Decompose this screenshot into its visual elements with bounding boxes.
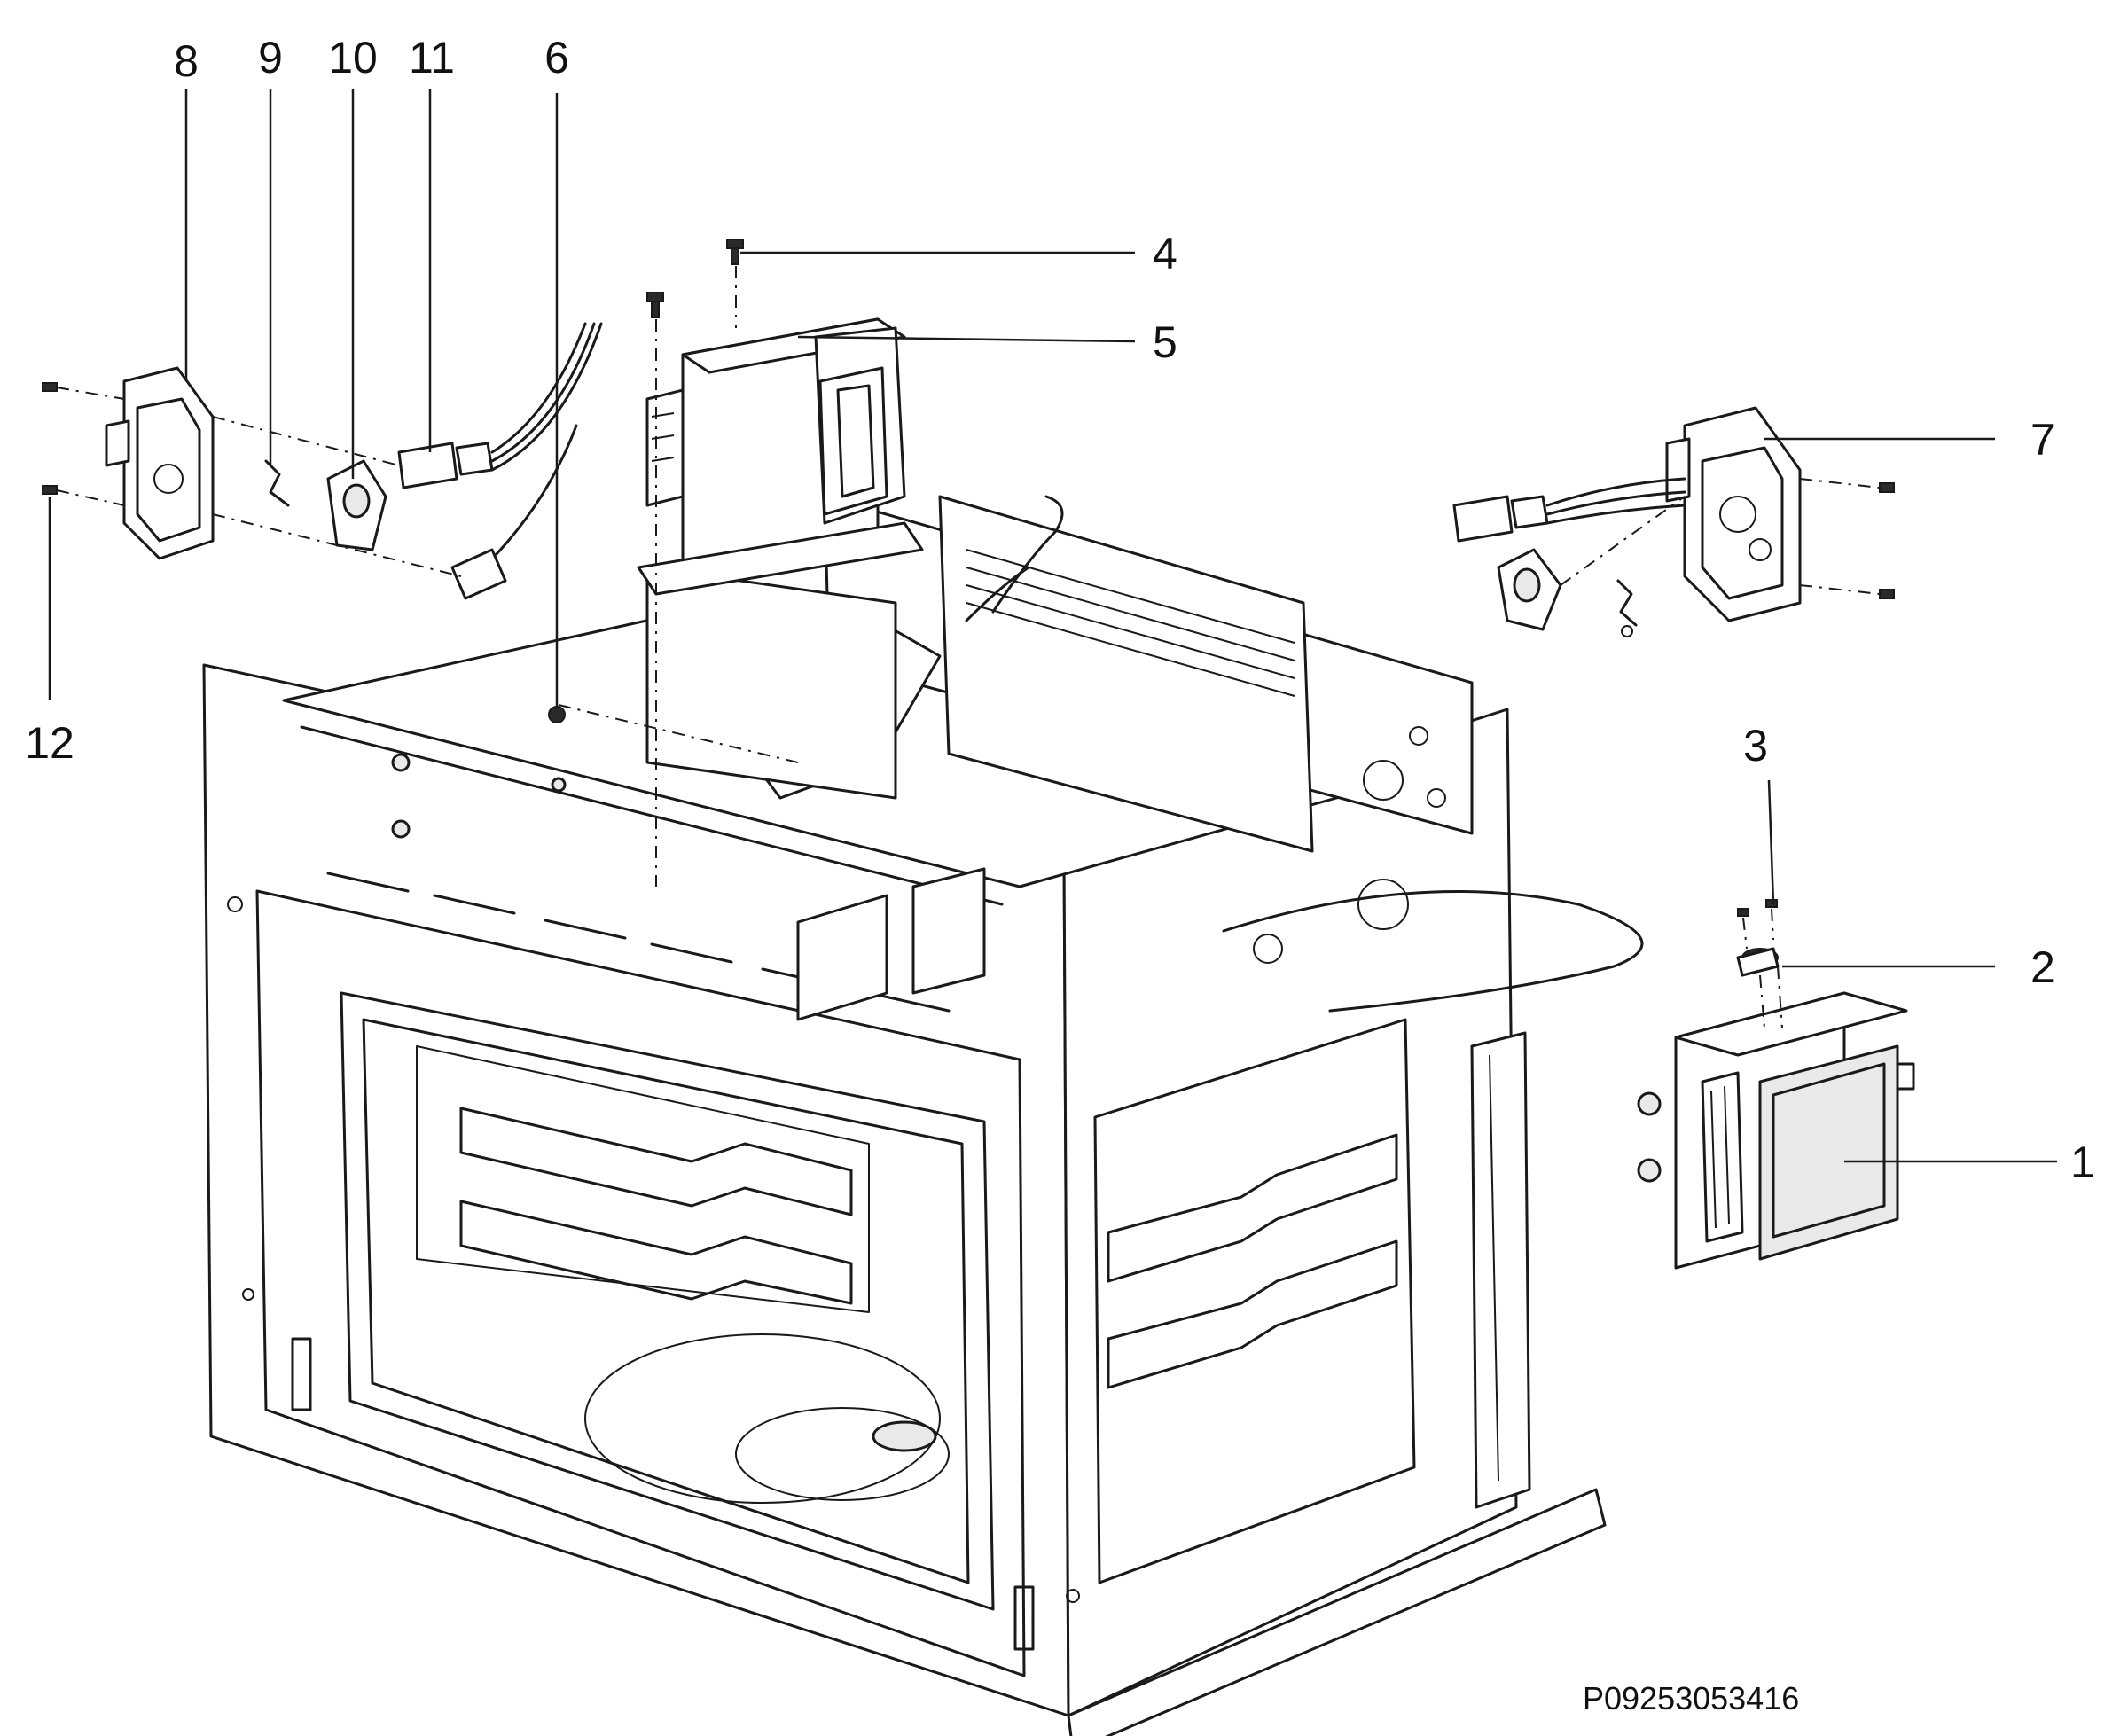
- callout-4: 4: [1153, 229, 1177, 278]
- leader-lines: [48, 89, 2057, 1163]
- part-9-spring: [264, 459, 290, 507]
- callout-6: 6: [544, 33, 569, 82]
- oven-frame: [202, 495, 1644, 1736]
- callout-labels: 1 2 3 4 5 6 7 8 9 10 11 12: [25, 33, 2095, 1187]
- callout-12: 12: [25, 718, 74, 768]
- part-2-thermal-cutout: [1736, 947, 1783, 1029]
- callout-10: 10: [328, 33, 378, 82]
- part-12-screws: [42, 382, 58, 495]
- part-11-connector: [397, 322, 603, 600]
- callout-3: 3: [1743, 721, 1768, 770]
- callout-5: 5: [1153, 317, 1177, 367]
- callout-2: 2: [2030, 942, 2055, 992]
- reference-code: P09253053416: [1583, 1680, 1799, 1716]
- part-8-switch-bracket: [105, 366, 215, 560]
- part-1-magnetron: [1637, 991, 1915, 1270]
- callout-7: 7: [2030, 415, 2055, 465]
- part-4-screws: [646, 239, 744, 887]
- callout-8: 8: [174, 36, 199, 86]
- part-3-screws: [1737, 899, 1778, 950]
- callout-11: 11: [409, 33, 455, 82]
- part-10-cam: [326, 459, 387, 551]
- assembly-lines-left: [56, 387, 799, 763]
- callout-9: 9: [258, 33, 283, 82]
- callout-1: 1: [2070, 1138, 2095, 1187]
- part-7-switch-assembly: [1452, 406, 1895, 637]
